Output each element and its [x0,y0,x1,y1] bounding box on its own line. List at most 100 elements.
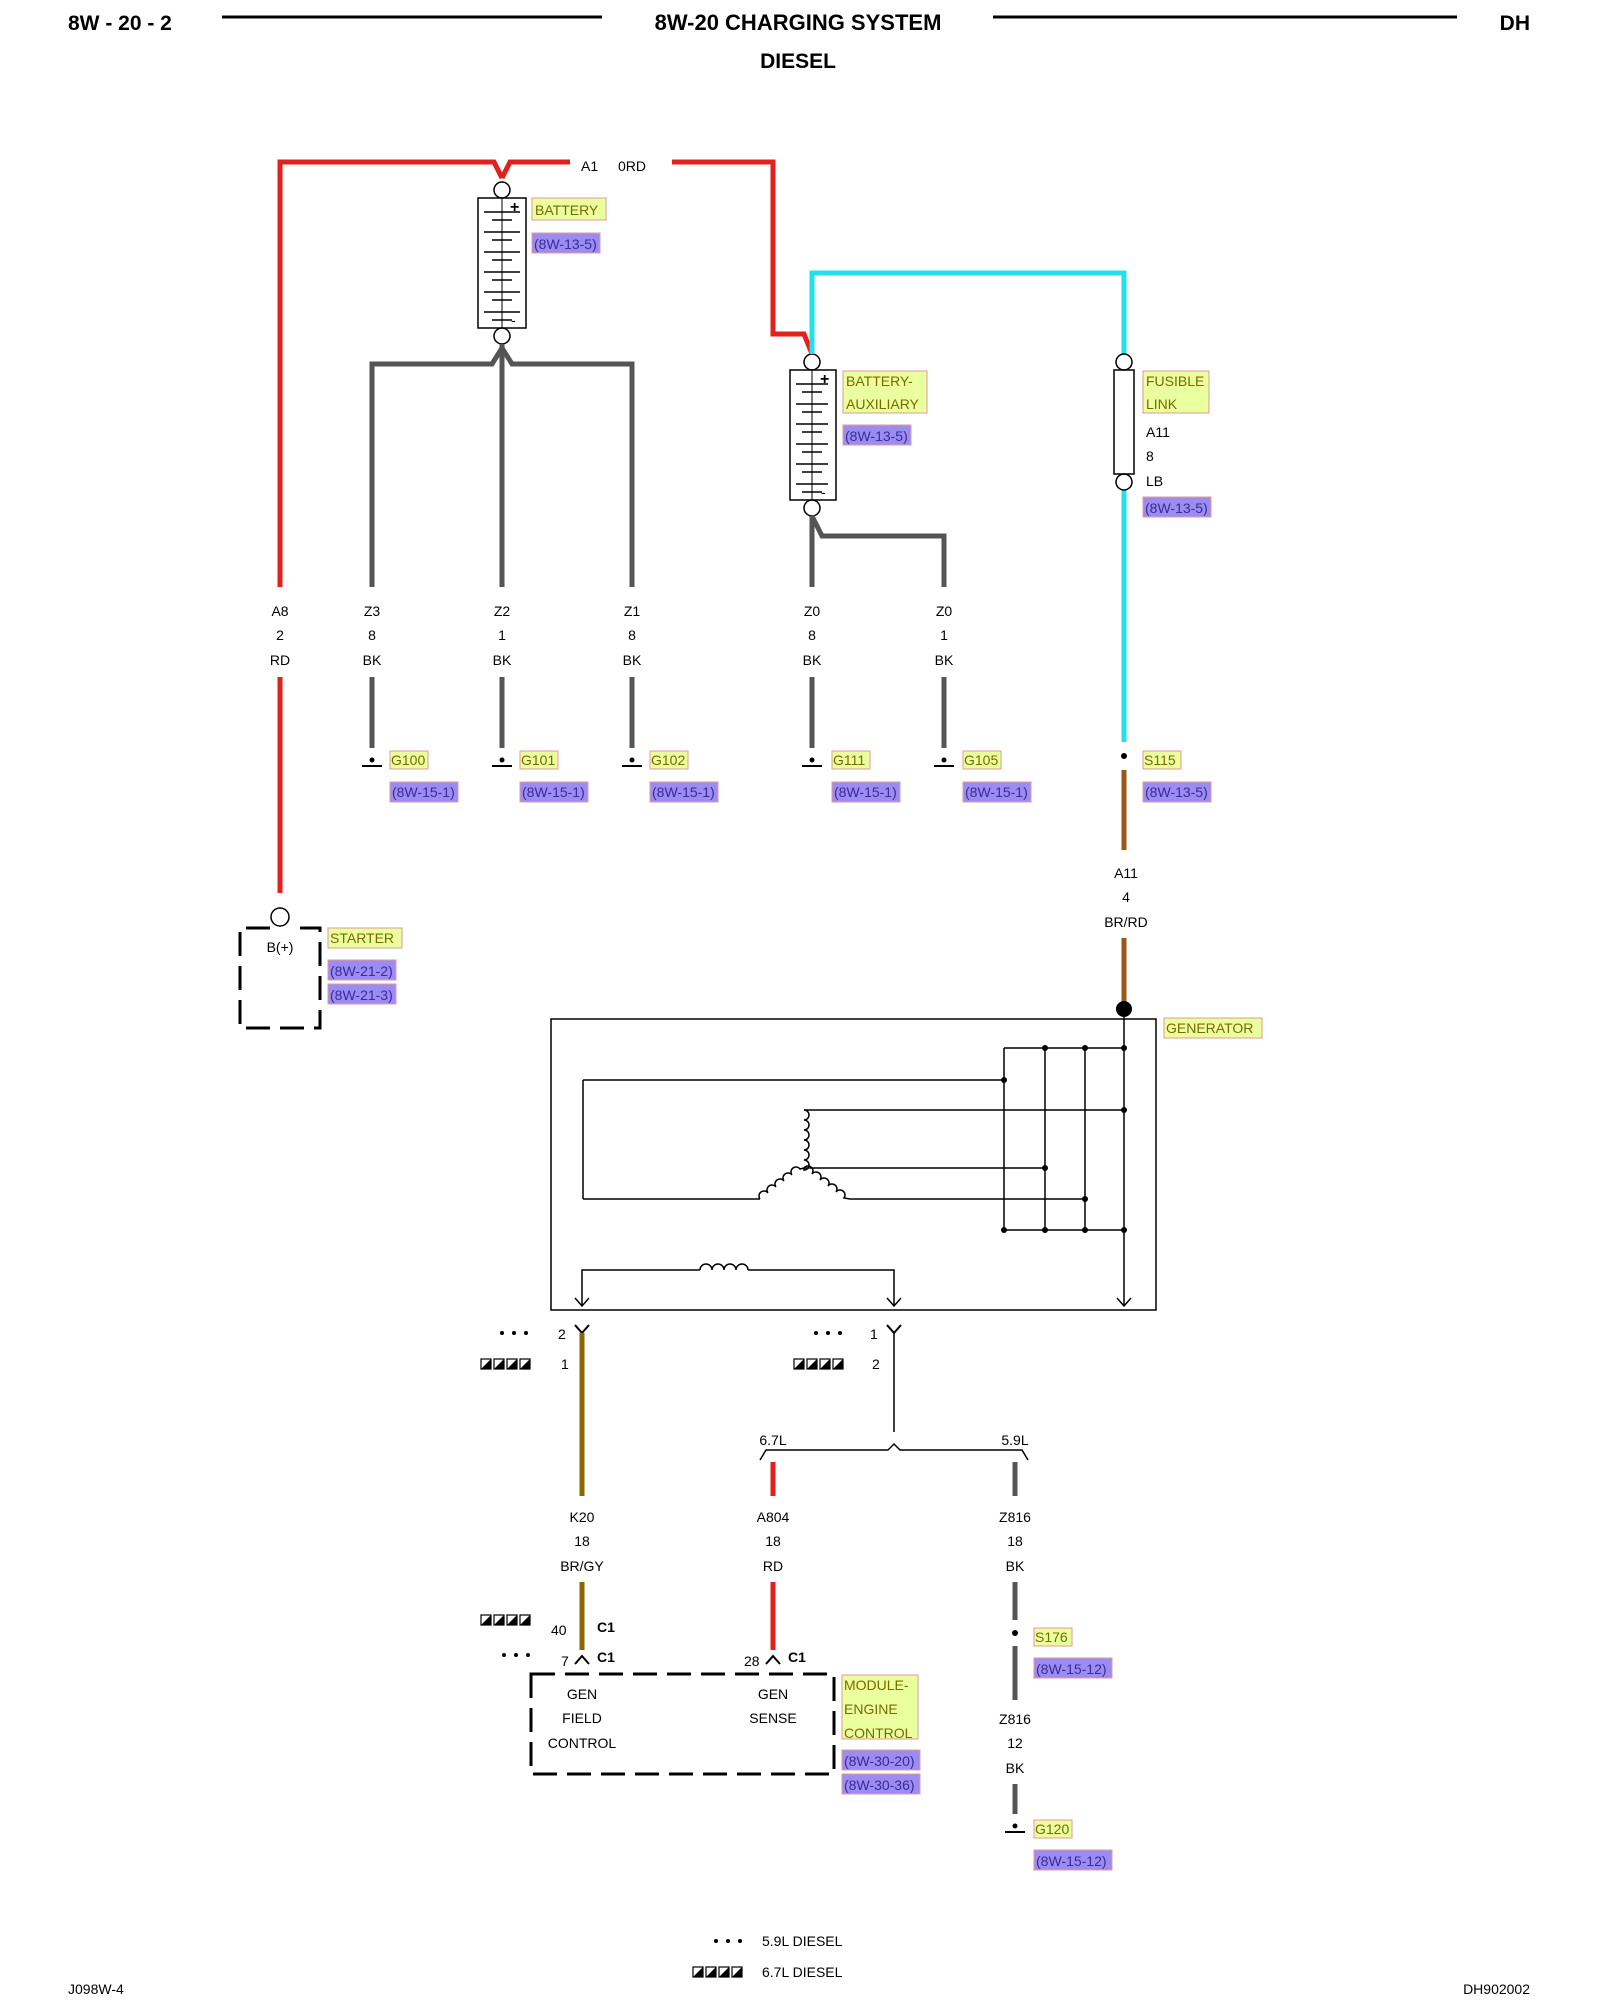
ground-symbol-g100 [361,756,383,767]
ecm-field-2: FIELD [562,1710,602,1726]
wire-z0b-gauge: 1 [940,627,948,643]
wire-z3-color: BK [363,652,382,668]
wire-z0b-color: BK [935,652,954,668]
starter-ref1-box [327,959,397,981]
ground-symbol-g101 [491,756,513,767]
g111-ref-box [831,781,901,803]
wire-z0a-gauge: 8 [808,627,816,643]
battery-ref-box [531,232,601,254]
wire-z2-color: BK [493,652,512,668]
ecm-sq-pin: 40 [551,1622,567,1638]
g101-label-box [519,750,559,770]
g102-label-box [649,750,689,770]
legend-squares-symbol [693,1967,742,1977]
g111-ref: (8W-15-1) [834,784,897,800]
fusible-ref-box [1142,496,1212,518]
g120-label-box [1033,1819,1073,1839]
wire-a8-color: RD [270,652,290,668]
ground-symbol-g105 [933,756,955,767]
wire-labels-row: A8 2 RD Z3 8 BK Z2 1 BK Z1 8 BK Z0 8 BK … [270,603,954,668]
ecm-dot-pin: 7 [561,1653,569,1669]
s115-ref-box [1142,781,1212,803]
split-right: 5.9L [1001,1432,1028,1448]
starter-label-box [327,927,403,949]
svg-text:-: - [511,312,516,328]
wire-a1-color: 0RD [618,158,646,174]
ecm-field-1: GEN [567,1686,597,1702]
s176-ref: (8W-15-12) [1036,1661,1107,1677]
splice-s115-dot [1121,753,1127,759]
g100-label-box [389,750,429,770]
starter [238,907,322,1030]
aux-ground-wires [809,514,947,587]
starter-label: STARTER [330,930,394,946]
aux-ref: (8W-13-5) [845,428,908,444]
wire-z816b-gauge: 12 [1007,1735,1023,1751]
g105-ref-box [962,781,1032,803]
g105-label: G105 [964,752,998,768]
svg-text:+: + [820,371,829,388]
svg-text:+: + [510,199,519,216]
g100-ref: (8W-15-1) [392,784,455,800]
wire-a11-color: BR/RD [1104,914,1148,930]
g100-label: G100 [391,752,425,768]
split-left: 6.7L [759,1432,786,1448]
fusible-link [1113,353,1135,491]
wire-fusible-link-cyan [809,270,1127,742]
gen-connector-left [481,1324,590,1369]
legend-squares-label: 6.7L DIESEL [762,1964,843,1980]
fusible-wire-3: LB [1146,473,1163,489]
footer-right: DH902002 [1463,1981,1530,1997]
gen-right-sq-pin: 2 [872,1356,880,1372]
gen-sense-branch [759,1333,1029,1461]
g102-ref-box [649,781,719,803]
wire-a8-id: A8 [271,603,288,619]
ecm-sense-c1: C1 [788,1649,806,1665]
ecm-label-3: CONTROL [844,1725,913,1741]
g101-ref-box [519,781,589,803]
footer-left: J098W-4 [68,1981,124,1997]
aux-label-1: BATTERY- [846,373,913,389]
gen-left-dot-pin: 2 [558,1326,566,1342]
s115-ref: (8W-13-5) [1145,784,1208,800]
battery: + - [477,181,527,345]
svg-text:-: - [821,484,826,500]
wire-z3-id: Z3 [364,603,381,619]
starter-ref2-box [327,983,397,1005]
battery-ref: (8W-13-5) [534,236,597,252]
wire-a804-gauge: 18 [765,1533,781,1549]
ecm-label-box [841,1674,919,1740]
battery-ground-wires [369,344,635,587]
g101-label: G101 [521,752,555,768]
fusible-ref: (8W-13-5) [1145,500,1208,516]
g111-label: G111 [833,752,865,768]
gen-connector-right [794,1324,902,1369]
wire-z0a-id: Z0 [804,603,821,619]
g100-ref-box [389,781,459,803]
wire-a11-id: A11 [1114,865,1138,881]
wire-z2-gauge: 1 [498,627,506,643]
ecm-ref1-box [841,1749,921,1771]
g120-ref: (8W-15-12) [1036,1853,1107,1869]
ecm-c1-bot: C1 [597,1649,615,1665]
wire-a1-label: A1 [581,158,598,174]
ecm-field-3: CONTROL [548,1735,617,1751]
wire-z816a-id: Z816 [999,1509,1031,1525]
ground-symbol-g102 [621,756,643,767]
g102-label: G102 [651,752,685,768]
wire-z816b-color: BK [1006,1760,1025,1776]
g120-label: G120 [1035,1821,1069,1837]
header-subtitle: DIESEL [760,50,836,73]
starter-ref-2: (8W-21-3) [330,987,393,1003]
s115-label-box [1142,750,1182,770]
wire-a804-id: A804 [757,1509,790,1525]
aux-label-2: AUXILIARY [846,396,920,412]
generator-label: GENERATOR [1166,1020,1253,1036]
s176-ref-box [1033,1657,1113,1679]
legend-dots-label: 5.9L DIESEL [762,1933,843,1949]
g105-ref: (8W-15-1) [965,784,1028,800]
ecm-ref-2: (8W-30-36) [844,1777,915,1793]
wire-z1-id: Z1 [624,603,641,619]
fusible-label-2: LINK [1146,396,1178,412]
